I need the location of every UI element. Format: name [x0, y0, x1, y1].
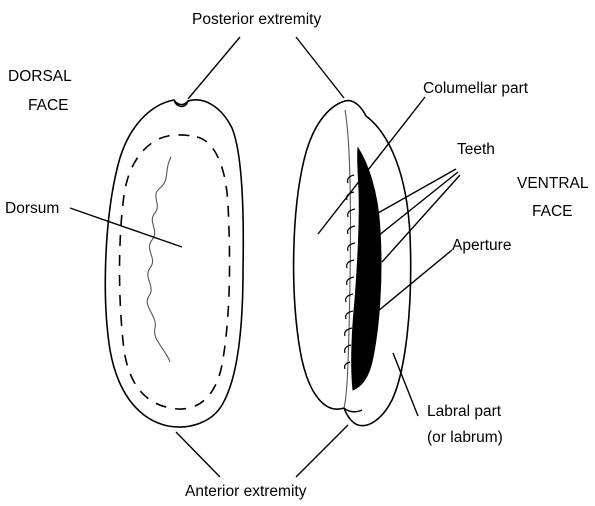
- label-anterior-extremity: Anterior extremity: [185, 483, 307, 500]
- dorsal-shell: [105, 100, 243, 427]
- label-labral-part: Labral part: [427, 403, 502, 420]
- label-dorsum: Dorsum: [5, 200, 59, 217]
- label-teeth: Teeth: [457, 141, 495, 158]
- label-ventral-face-line2: FACE: [532, 203, 572, 220]
- leader-posterior-ventral: [296, 37, 344, 98]
- label-dorsal-face-line1: DORSAL: [8, 68, 72, 85]
- label-aperture: Aperture: [452, 237, 511, 254]
- leader-anterior-ventral: [296, 425, 348, 477]
- label-labral-or-labrum: (or labrum): [427, 429, 503, 446]
- label-ventral-face-line1: VENTRAL: [517, 175, 589, 192]
- ventral-shell: [294, 101, 411, 426]
- label-columellar-part: Columellar part: [423, 80, 529, 97]
- leader-anterior-dorsal: [176, 432, 220, 477]
- label-posterior-extremity: Posterior extremity: [192, 11, 321, 28]
- dorsal-shell-outline: [105, 100, 243, 427]
- label-dorsal-face-line2: FACE: [28, 97, 68, 114]
- leader-posterior-dorsal: [188, 37, 240, 99]
